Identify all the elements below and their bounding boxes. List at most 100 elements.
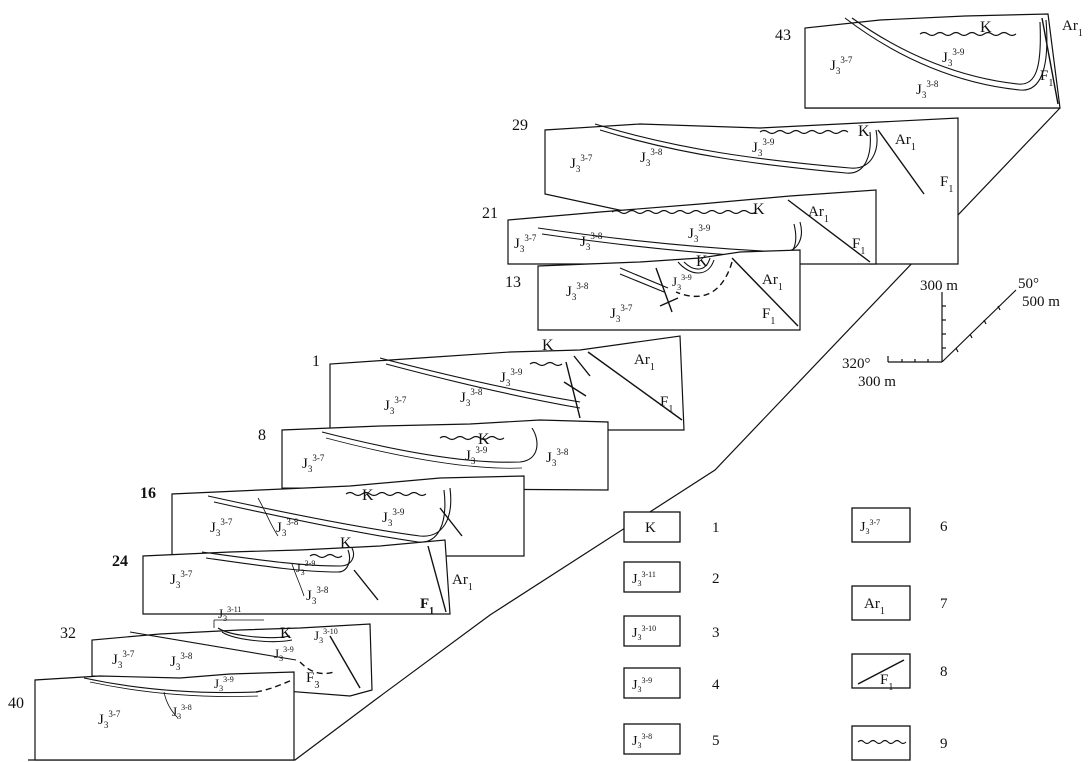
scale-vertical-label: 300 m — [920, 278, 958, 294]
svg-text:5: 5 — [712, 733, 720, 749]
section-43: 43 K Ar1 J33-7 J33-9 J33-8 F1 — [775, 13, 1083, 109]
svg-text:4: 4 — [712, 677, 720, 693]
unit-label-ar: Ar — [1062, 18, 1078, 34]
section-40: 40 J33-7 J33-8 J33-9 — [8, 671, 295, 761]
svg-text:J33-9: J33-9 — [752, 137, 775, 158]
unit-label-j3-9: J — [274, 646, 279, 661]
unit-label-j3-8: J — [460, 390, 466, 406]
svg-text:J33-11: J33-11 — [218, 605, 241, 623]
svg-text:J33-9: J33-9 — [672, 273, 692, 292]
section-number: 1 — [312, 353, 320, 370]
legend: K 1 J33-11 2 J33-10 3 J33-9 4 J33-8 5 J3… — [623, 507, 948, 761]
unit-label-j3-7: J — [384, 398, 390, 414]
unit-label-k: K — [478, 431, 490, 448]
svg-text:6: 6 — [940, 519, 948, 535]
unit-label-k: K — [362, 487, 374, 504]
unit-label-j3-8: J — [640, 150, 646, 166]
unit-label-j3-8: J — [580, 234, 586, 250]
svg-text:J33-10: J33-10 — [314, 627, 338, 645]
unit-label-k: K — [696, 253, 708, 270]
unit-label-ar: Ar — [808, 204, 824, 220]
scale-bar: 300 m 50° 500 m 320° 300 m — [842, 276, 1060, 390]
section-number: 32 — [60, 625, 76, 642]
svg-text:J33-8: J33-8 — [460, 387, 483, 408]
legend-item-1: K 1 — [623, 511, 720, 543]
unit-label-j3-9: J — [942, 50, 948, 66]
svg-text:J33-8: J33-8 — [580, 231, 603, 252]
unit-label-j3-9: J — [465, 448, 471, 464]
svg-text:J33-11: J33-11 — [632, 570, 656, 588]
unit-label-j3-7: J — [170, 572, 176, 588]
unit-label-k: K — [280, 625, 292, 642]
unit-label-f: F — [306, 670, 314, 686]
unit-label-j3-7: J — [210, 520, 216, 536]
legend-item-2: J33-11 2 — [623, 561, 720, 593]
svg-text:F1: F1 — [852, 236, 865, 257]
svg-text:Ar1: Ar1 — [864, 596, 885, 617]
svg-text:J33-9: J33-9 — [942, 47, 965, 68]
unit-label-j3-10: J — [314, 628, 319, 643]
svg-text:J33-8: J33-8 — [632, 732, 652, 750]
svg-text:J33-7: J33-7 — [302, 453, 325, 474]
svg-text:J33-9: J33-9 — [274, 645, 294, 663]
svg-text:K: K — [645, 520, 656, 536]
legend-item-3: J33-10 3 — [623, 615, 720, 647]
svg-text:8: 8 — [940, 664, 948, 680]
legend-item-8: F1 8 — [851, 653, 948, 693]
unit-label-j3-8: J — [306, 588, 312, 604]
svg-text:Ar1: Ar1 — [895, 132, 916, 153]
unit-label-j3-9: J — [500, 370, 506, 386]
unit-label-ar: Ar — [634, 352, 650, 368]
unit-label-f: F — [420, 596, 429, 612]
unit-label-j3-9: J — [688, 226, 694, 242]
svg-text:J33-7: J33-7 — [860, 518, 880, 536]
section-number: 21 — [482, 205, 498, 222]
scale-azimuth-depth-label: 50° — [1018, 276, 1039, 292]
svg-text:3: 3 — [712, 625, 720, 641]
svg-text:J33-7: J33-7 — [210, 517, 233, 538]
unit-label-j3-9: J — [382, 510, 388, 526]
unit-label-j3-7: J — [830, 58, 836, 74]
unit-label-j3-9: J — [296, 561, 301, 575]
svg-text:Ar1: Ar1 — [808, 204, 829, 225]
svg-text:J33-7: J33-7 — [830, 55, 853, 76]
svg-text:J33-7: J33-7 — [170, 569, 193, 590]
unit-label-j3-8: J — [172, 704, 177, 719]
svg-text:J33-7: J33-7 — [112, 649, 135, 670]
unit-label-j3-7: J — [570, 156, 576, 172]
svg-text:J33-8: J33-8 — [566, 281, 589, 302]
svg-text:J33-9: J33-9 — [688, 223, 711, 244]
svg-text:Ar1: Ar1 — [1062, 18, 1083, 39]
unit-label-ar: Ar — [452, 572, 468, 588]
svg-text:9: 9 — [940, 736, 948, 752]
scale-azimuth-horizontal-label: 320° — [842, 356, 871, 372]
section-number: 13 — [505, 274, 521, 291]
legend-item-5: J33-8 5 — [623, 723, 720, 755]
unit-label-k: K — [340, 535, 352, 552]
unit-label-j3-8: J — [566, 284, 572, 300]
unit-label-f: F — [940, 174, 948, 190]
svg-text:F1: F1 — [940, 174, 953, 195]
unconformity-wavy-line-icon — [857, 739, 907, 745]
unit-label-ar: Ar — [895, 132, 911, 148]
svg-text:J33-7: J33-7 — [384, 395, 407, 416]
unit-label-k: K — [753, 201, 765, 218]
unit-label-j3-8: J — [546, 450, 552, 466]
unit-label-k: K — [858, 123, 870, 140]
svg-text:J33-8: J33-8 — [276, 517, 299, 538]
unit-label-j3-9: J — [752, 140, 758, 156]
section-number: 8 — [258, 427, 266, 444]
svg-text:F1: F1 — [880, 672, 893, 693]
svg-text:J33-9: J33-9 — [296, 559, 315, 577]
fault-line-icon — [857, 659, 905, 685]
svg-text:F1: F1 — [762, 306, 775, 327]
section-24: 24 K Ar1 J33-7 J33-8 J33-9 F1 — [112, 535, 473, 617]
unit-label-f: F — [762, 306, 770, 322]
unit-label-j3-8: J — [916, 82, 922, 98]
svg-text:F1: F1 — [660, 394, 673, 415]
section-number: 24 — [112, 553, 128, 570]
svg-text:J33-7: J33-7 — [570, 153, 593, 174]
section-number: 40 — [8, 695, 24, 712]
svg-text:7: 7 — [940, 596, 948, 612]
